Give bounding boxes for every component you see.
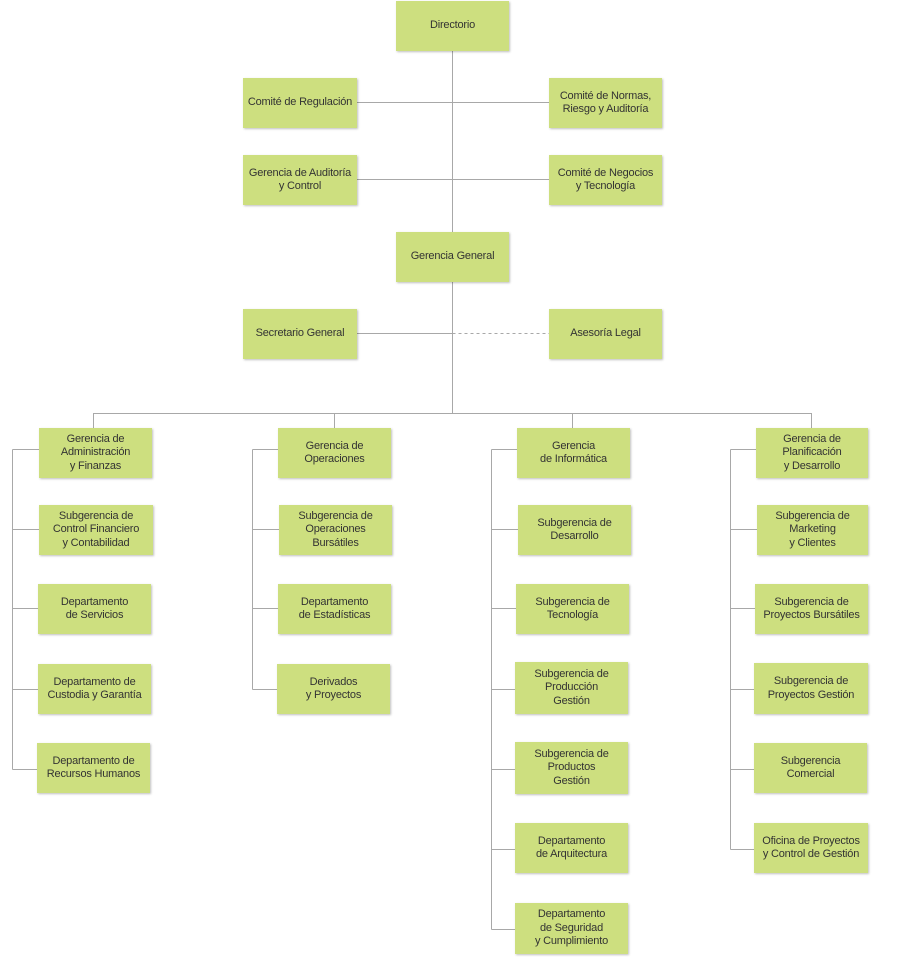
node-comite-regulacion: Comité de Regulación — [243, 78, 357, 128]
node-derivados-proyectos: Derivados y Proyectos — [277, 664, 390, 714]
node-departamento-recursos-humanos: Departamento de Recursos Humanos — [37, 743, 150, 793]
node-gerencia-general: Gerencia General — [396, 232, 509, 282]
node-gerencia-informatica: Gerencia de Informática — [517, 428, 630, 478]
node-directorio: Directorio — [396, 1, 509, 51]
node-asesoria-legal: Asesoría Legal — [549, 309, 662, 359]
node-gerencia-auditoria: Gerencia de Auditoría y Control — [243, 155, 357, 205]
node-subgerencia-proyectos-bursatiles: Subgerencia de Proyectos Bursátiles — [755, 584, 868, 634]
node-gerencia-operaciones: Gerencia de Operaciones — [278, 428, 391, 478]
node-gerencia-planificacion: Gerencia de Planificación y Desarrollo — [756, 428, 868, 478]
node-departamento-servicios: Departamento de Servicios — [38, 584, 151, 634]
node-comite-normas: Comité de Normas, Riesgo y Auditoría — [549, 78, 662, 128]
node-departamento-estadisticas: Departamento de Estadísticas — [278, 584, 391, 634]
node-departamento-arquitectura: Departamento de Arquitectura — [515, 823, 628, 873]
node-subgerencia-comercial: Subgerencia Comercial — [754, 743, 867, 793]
node-oficina-proyectos: Oficina de Proyectos y Control de Gestió… — [754, 823, 868, 873]
node-departamento-seguridad: Departamento de Seguridad y Cumplimiento — [515, 903, 628, 954]
node-departamento-custodia: Departamento de Custodia y Garantía — [38, 664, 151, 714]
node-subgerencia-operaciones-bursatiles: Subgerencia de Operaciones Bursátiles — [279, 505, 392, 555]
node-gerencia-administracion: Gerencia de Administración y Finanzas — [39, 428, 152, 478]
node-subgerencia-tecnologia: Subgerencia de Tecnología — [516, 584, 629, 634]
node-comite-negocios: Comité de Negocios y Tecnología — [549, 155, 662, 205]
node-subgerencia-marketing: Subgerencia de Marketing y Clientes — [757, 505, 868, 555]
node-subgerencia-proyectos-gestion: Subgerencia de Proyectos Gestión — [754, 663, 868, 714]
node-subgerencia-control-financiero: Subgerencia de Control Financiero y Cont… — [39, 505, 153, 555]
node-secretario-general: Secretario General — [243, 309, 357, 359]
node-subgerencia-productos: Subgerencia de Productos Gestión — [515, 742, 628, 794]
node-subgerencia-desarrollo: Subgerencia de Desarrollo — [518, 505, 631, 555]
node-subgerencia-produccion: Subgerencia de Producción Gestión — [515, 662, 628, 714]
